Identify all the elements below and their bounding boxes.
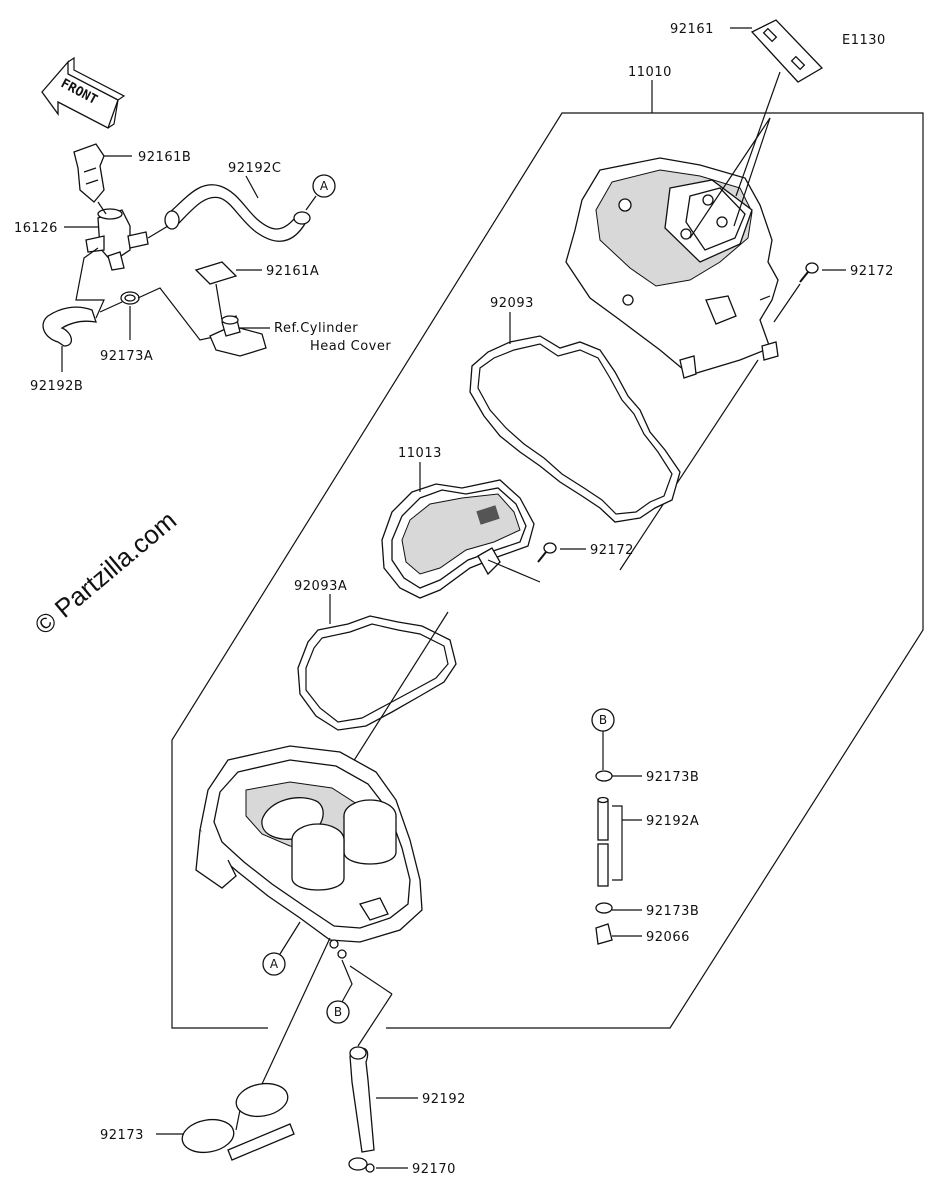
callout-92172-mid: 92172 xyxy=(590,543,634,558)
plug-92170 xyxy=(348,1157,375,1173)
clip-92173B-top xyxy=(595,770,613,782)
diagram-code: E1130 xyxy=(842,33,886,48)
callout-ref-line1: Ref.Cylinder xyxy=(274,321,358,336)
hose-92192B xyxy=(42,306,97,347)
callout-92173A: 92173A xyxy=(100,349,153,364)
callout-16126: 16126 xyxy=(14,221,58,236)
callout-ref-line2: Head Cover xyxy=(310,339,391,354)
screw-92172-top xyxy=(799,262,819,283)
cap-92066 xyxy=(595,923,613,945)
ref-marker-b-right: B xyxy=(599,713,607,727)
clip-92173A xyxy=(120,291,140,305)
hose-92192 xyxy=(349,1046,375,1153)
gasket-92093A xyxy=(297,615,457,731)
gasket-92161A xyxy=(194,261,238,285)
screw-92172-mid xyxy=(537,542,557,563)
callout-92192: 92192 xyxy=(422,1092,466,1107)
callout-92173B-bottom: 92173B xyxy=(646,904,699,919)
ref-marker-b-bottom: B xyxy=(334,1005,342,1019)
callout-92170: 92170 xyxy=(412,1162,456,1177)
valve-16126 xyxy=(85,208,149,271)
callout-11013: 11013 xyxy=(398,446,442,461)
ref-marker-a-bottom: A xyxy=(270,957,279,971)
gasket-92161 xyxy=(750,19,824,83)
hose-92192A xyxy=(597,796,609,887)
assembly-bracket xyxy=(171,112,924,1029)
cylinder-head-cover-ref xyxy=(209,315,267,357)
callout-92161: 92161 xyxy=(670,22,714,37)
callout-92066: 92066 xyxy=(646,930,690,945)
callout-92173B-top: 92173B xyxy=(646,770,699,785)
callout-92161A: 92161A xyxy=(266,264,319,279)
callout-92173: 92173 xyxy=(100,1128,144,1143)
callout-92192C: 92192C xyxy=(228,161,281,176)
hose-92192C xyxy=(167,184,307,242)
bracket-92161B xyxy=(73,143,105,203)
front-arrow-icon: FRONT xyxy=(41,56,126,129)
callout-92161B: 92161B xyxy=(138,150,191,165)
watermark: © Partzilla.com xyxy=(29,505,182,641)
gasket-92093 xyxy=(469,335,681,523)
callout-11010: 11010 xyxy=(628,65,672,80)
air-cleaner-upper-housing xyxy=(565,157,779,379)
air-cleaner-lower-housing xyxy=(195,745,423,959)
callout-92093A: 92093A xyxy=(294,579,347,594)
clip-92173B-bottom xyxy=(595,902,613,914)
callout-92172-top: 92172 xyxy=(850,264,894,279)
ref-marker-a-top: A xyxy=(320,179,329,193)
callout-92192B: 92192B xyxy=(30,379,83,394)
callout-92192A: 92192A xyxy=(646,814,699,829)
air-filter-element-11013 xyxy=(381,479,535,599)
callout-92093: 92093 xyxy=(490,296,534,311)
clamp-92173 xyxy=(181,1082,295,1161)
